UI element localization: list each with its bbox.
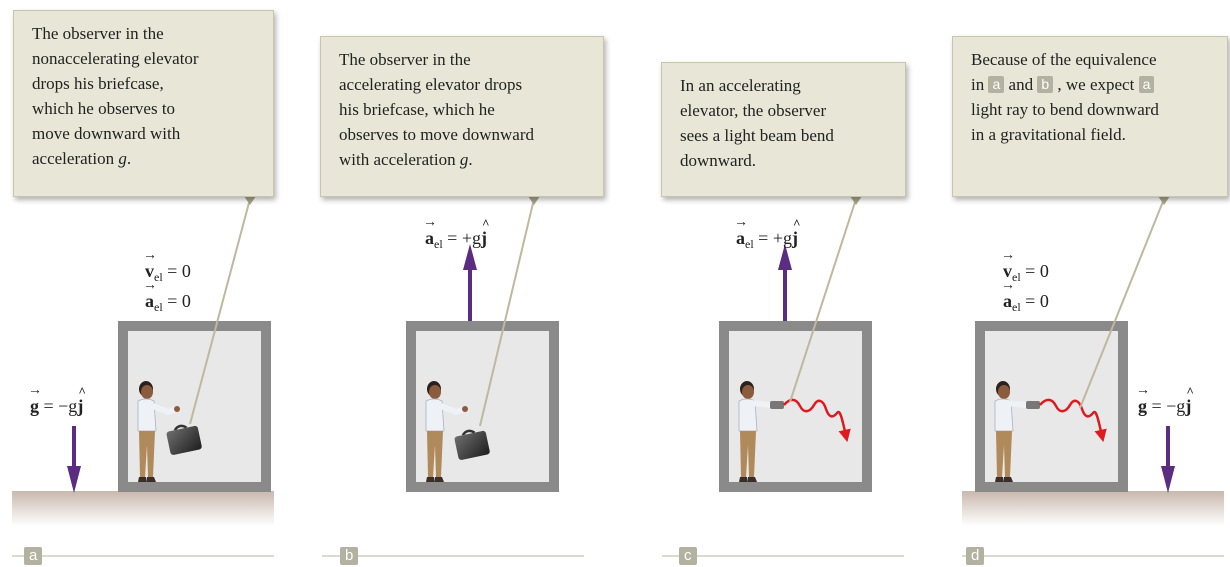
light-ray-c: [783, 398, 851, 443]
callout-c: In an accelerating elevator, the observe…: [661, 62, 906, 197]
panel-ref-a: a: [988, 76, 1005, 93]
callout-a-line: nonaccelerating elevator: [32, 49, 199, 68]
flashlight-c: [770, 401, 784, 409]
callout-b: The observer in the accelerating elevato…: [320, 36, 604, 197]
callout-b-line: with acceleration g.: [339, 150, 473, 169]
callout-a-line: move downward with: [32, 124, 181, 143]
ground-a: [12, 491, 274, 526]
eq-gravity-d: g = −gj: [1138, 384, 1194, 417]
light-ray-d: [1039, 398, 1107, 443]
callout-a-line: drops his briefcase,: [32, 74, 164, 93]
flashlight-d: [1026, 401, 1040, 409]
callout-c-line: downward.: [680, 151, 757, 170]
pointer-b: [479, 198, 535, 427]
italic-g: g: [118, 149, 127, 168]
callout-a-line: The observer in the: [32, 24, 164, 43]
eq-accel-d: ael = 0: [1003, 291, 1049, 315]
callout-c-line: elevator, the observer: [680, 101, 827, 120]
panel-label-c: c: [679, 547, 697, 565]
eq-gravity-a: g = −gj: [30, 384, 86, 417]
pointer-a: [189, 198, 251, 425]
acceleration-arrow-b: [463, 244, 477, 321]
callout-a: The observer in the nonaccelerating elev…: [13, 10, 274, 197]
eq-velocity-a: vel = 0: [145, 261, 191, 285]
callout-a-line: acceleration g.: [32, 149, 132, 168]
callout-d: Because of the equivalence in a and b , …: [952, 36, 1228, 197]
panel-label-a: a: [24, 547, 43, 565]
eq-accel-b: ael = +gj: [425, 216, 490, 252]
callout-d-line: Because of the equivalence: [971, 50, 1157, 69]
callout-d-line: in a and b , we expect a: [971, 72, 1215, 97]
eq-accel-a: ael = 0: [145, 291, 191, 315]
ground-d: [962, 491, 1224, 526]
callout-b-line: observes to move downward: [339, 125, 534, 144]
italic-g: g: [459, 150, 469, 169]
callout-c-line: sees a light beam bend: [680, 126, 834, 145]
panel-ref-a: a: [1138, 76, 1155, 93]
callout-d-line: in a gravitational field.: [971, 125, 1126, 144]
panel-ref-b: b: [1037, 76, 1054, 93]
briefcase-a: [166, 424, 202, 455]
acceleration-arrow-c: [778, 244, 792, 321]
callout-b-line: The observer in the: [339, 50, 471, 69]
eq-velocity-d: vel = 0: [1003, 261, 1049, 285]
pointer-d: [1079, 198, 1165, 409]
callout-b-line: his briefcase, which he: [339, 100, 495, 119]
gravity-arrow-d: [1161, 426, 1175, 493]
callout-b-line: accelerating elevator drops: [339, 75, 523, 94]
callout-d-line: light ray to bend downward: [971, 100, 1159, 119]
panel-label-d: d: [966, 547, 985, 565]
briefcase-b: [454, 429, 490, 460]
callout-c-line: In an accelerating: [680, 76, 801, 95]
gravity-arrow-a: [67, 426, 81, 493]
callout-a-line: which he observes to: [32, 99, 176, 118]
pointer-c: [789, 198, 857, 403]
eq-accel-c: ael = +gj: [736, 216, 801, 252]
panel-label-b: b: [340, 547, 359, 565]
